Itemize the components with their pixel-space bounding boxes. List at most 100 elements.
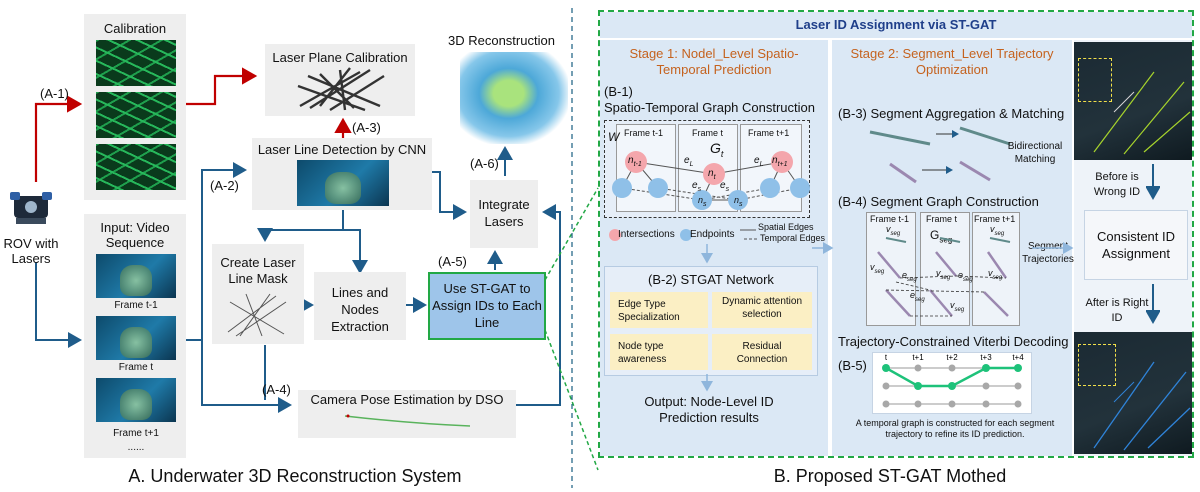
calibration-image-2	[96, 92, 176, 138]
legend-spatial: Spatial Edges	[758, 222, 814, 232]
edge-el-2-sub: L	[759, 161, 764, 168]
viterbi-node	[882, 400, 890, 408]
e-seg-2: eseg	[958, 270, 973, 283]
node-n-prev: nt-1	[628, 155, 642, 168]
right-caption: B. Proposed ST-GAT Mothed	[773, 466, 1007, 486]
reconstruction-image	[460, 52, 568, 144]
v-seg-4-letter: v	[936, 268, 941, 278]
v-seg-1-sub: seg	[890, 230, 901, 237]
before-image	[1074, 42, 1192, 160]
bidirectional-label: Bidirectional Matching	[1007, 141, 1063, 165]
input-title: Input: Video Sequence	[100, 220, 170, 250]
consistent-box	[1084, 210, 1188, 280]
rov-label: ROV with Lasers	[3, 236, 59, 266]
mask-panel	[212, 244, 304, 344]
v-seg-3-letter: v	[870, 262, 875, 272]
arrow-pose-integrate	[516, 204, 561, 406]
seg-frame-1-label: Frame t-1	[870, 214, 910, 224]
mask-graphic	[227, 293, 287, 337]
v-seg-6-letter: v	[950, 300, 955, 310]
node-n-cur: nt	[708, 168, 716, 181]
v-seg-2-letter: v	[990, 224, 995, 234]
after-image	[1074, 332, 1192, 454]
node-n-cur-letter: n	[708, 168, 714, 179]
segment-trajectories-label: Segment Trajectories	[1022, 241, 1074, 265]
stgat-title: Laser ID Assignment via ST-GAT	[795, 17, 997, 32]
arrow-calibration-plane	[185, 67, 258, 106]
b2-title: (B-2) STGAT Network	[648, 272, 774, 287]
viterbi-node	[982, 364, 990, 372]
stage1-title: Stage 1: Nodel_Level Spatio-Temporal Pre…	[629, 46, 799, 77]
viterbi-time-label: t+1	[912, 353, 924, 362]
b2-item-dynamic-attention: Dynamic attention selection	[712, 292, 812, 328]
edge-el-1-sub: L	[689, 161, 694, 168]
edge-es-2: es	[720, 180, 729, 193]
node-n-next-sub: t+1	[777, 161, 788, 168]
v-seg-6-sub: seg	[954, 306, 965, 313]
before-highlight-box	[1078, 58, 1112, 102]
window-label: W	[608, 130, 620, 144]
b5-tag: (B-5)	[838, 358, 867, 373]
b4-title: (B-4) Segment Graph Construction	[838, 194, 1039, 209]
e-seg-2-sub: seg	[963, 276, 973, 283]
lines-nodes-panel	[314, 272, 406, 340]
e-seg-2-letter: e	[958, 270, 964, 280]
e-seg-3: eseg	[910, 290, 925, 303]
input-frame-1-label: Frame t-1	[114, 300, 158, 311]
seg-graph-lines	[877, 237, 1011, 317]
edge-el-1-letter: e	[684, 155, 690, 166]
rov-robot	[6, 182, 56, 230]
v-seg-6: vseg	[950, 300, 964, 313]
tag-a2: (A-2)	[210, 178, 239, 193]
edge-es-1: es	[692, 180, 701, 193]
graph-g-t-sub: t	[720, 148, 724, 159]
seg-frame-3-label: Frame t+1	[974, 214, 1016, 224]
viterbi-node	[914, 382, 922, 390]
stgat-outer-frame	[598, 10, 1194, 458]
input-frame-3-image	[96, 378, 176, 422]
node-n-prev-letter: n	[628, 155, 634, 166]
st-frame-3-label: Frame t+1	[748, 128, 790, 138]
laser-detection-title: Laser Line Detection by CNN	[257, 142, 427, 157]
stage1-panel	[600, 40, 828, 456]
arrow-rov-calibration	[34, 95, 83, 182]
viterbi-note: A temporal graph is constructed for each…	[855, 418, 1055, 439]
arrow-input-detection	[185, 162, 247, 341]
arrow-before-consistent	[1146, 164, 1160, 200]
input-ellipsis: ......	[127, 442, 145, 453]
viterbi-node	[882, 364, 890, 372]
consistent-label: Consistent ID Assignment	[1096, 229, 1176, 261]
viterbi-time-label: t	[885, 353, 888, 362]
camera-pose-label: Camera Pose Estimation by DSO	[310, 392, 504, 407]
input-frame-2-image	[96, 316, 176, 360]
stgat-box	[428, 272, 546, 340]
after-laser-lines	[1093, 361, 1191, 451]
after-highlight-box	[1078, 344, 1116, 386]
legend-temporal: Temporal Edges	[760, 233, 826, 243]
v-seg-3: vseg	[870, 262, 884, 275]
arrow-input-pose	[201, 340, 292, 413]
b3-title: (B-3) Segment Aggregation & Matching	[838, 106, 1065, 121]
tag-a5: (A-5)	[438, 254, 467, 269]
v-seg-1-letter: v	[886, 224, 891, 234]
v-seg-2: vseg	[990, 224, 1004, 237]
node-n-next-letter: n	[772, 155, 778, 166]
tag-a3: (A-3)	[352, 120, 381, 135]
b2-item-edge-type: Edge Type Specialization	[610, 292, 708, 328]
viterbi-node	[914, 364, 922, 372]
input-frame-1-image	[96, 254, 176, 298]
viterbi-node	[982, 400, 990, 408]
stgat-label: Use ST-GAT to Assign IDs to Each Line	[432, 281, 542, 330]
zoom-line-top	[544, 187, 599, 281]
arrow-traj-consistent	[1032, 242, 1074, 254]
reconstruction-title: 3D Reconstruction	[448, 33, 555, 48]
viterbi-node	[882, 382, 890, 390]
node-n-prev-sub: t-1	[633, 161, 642, 168]
before-laser-lines	[1093, 71, 1191, 155]
tag-a6: (A-6)	[470, 156, 499, 171]
e-seg-3-sub: seg	[915, 296, 925, 303]
stgat-title-bar	[600, 12, 1192, 38]
viterbi-node	[914, 400, 922, 408]
e-seg-1-letter: e	[902, 270, 908, 280]
